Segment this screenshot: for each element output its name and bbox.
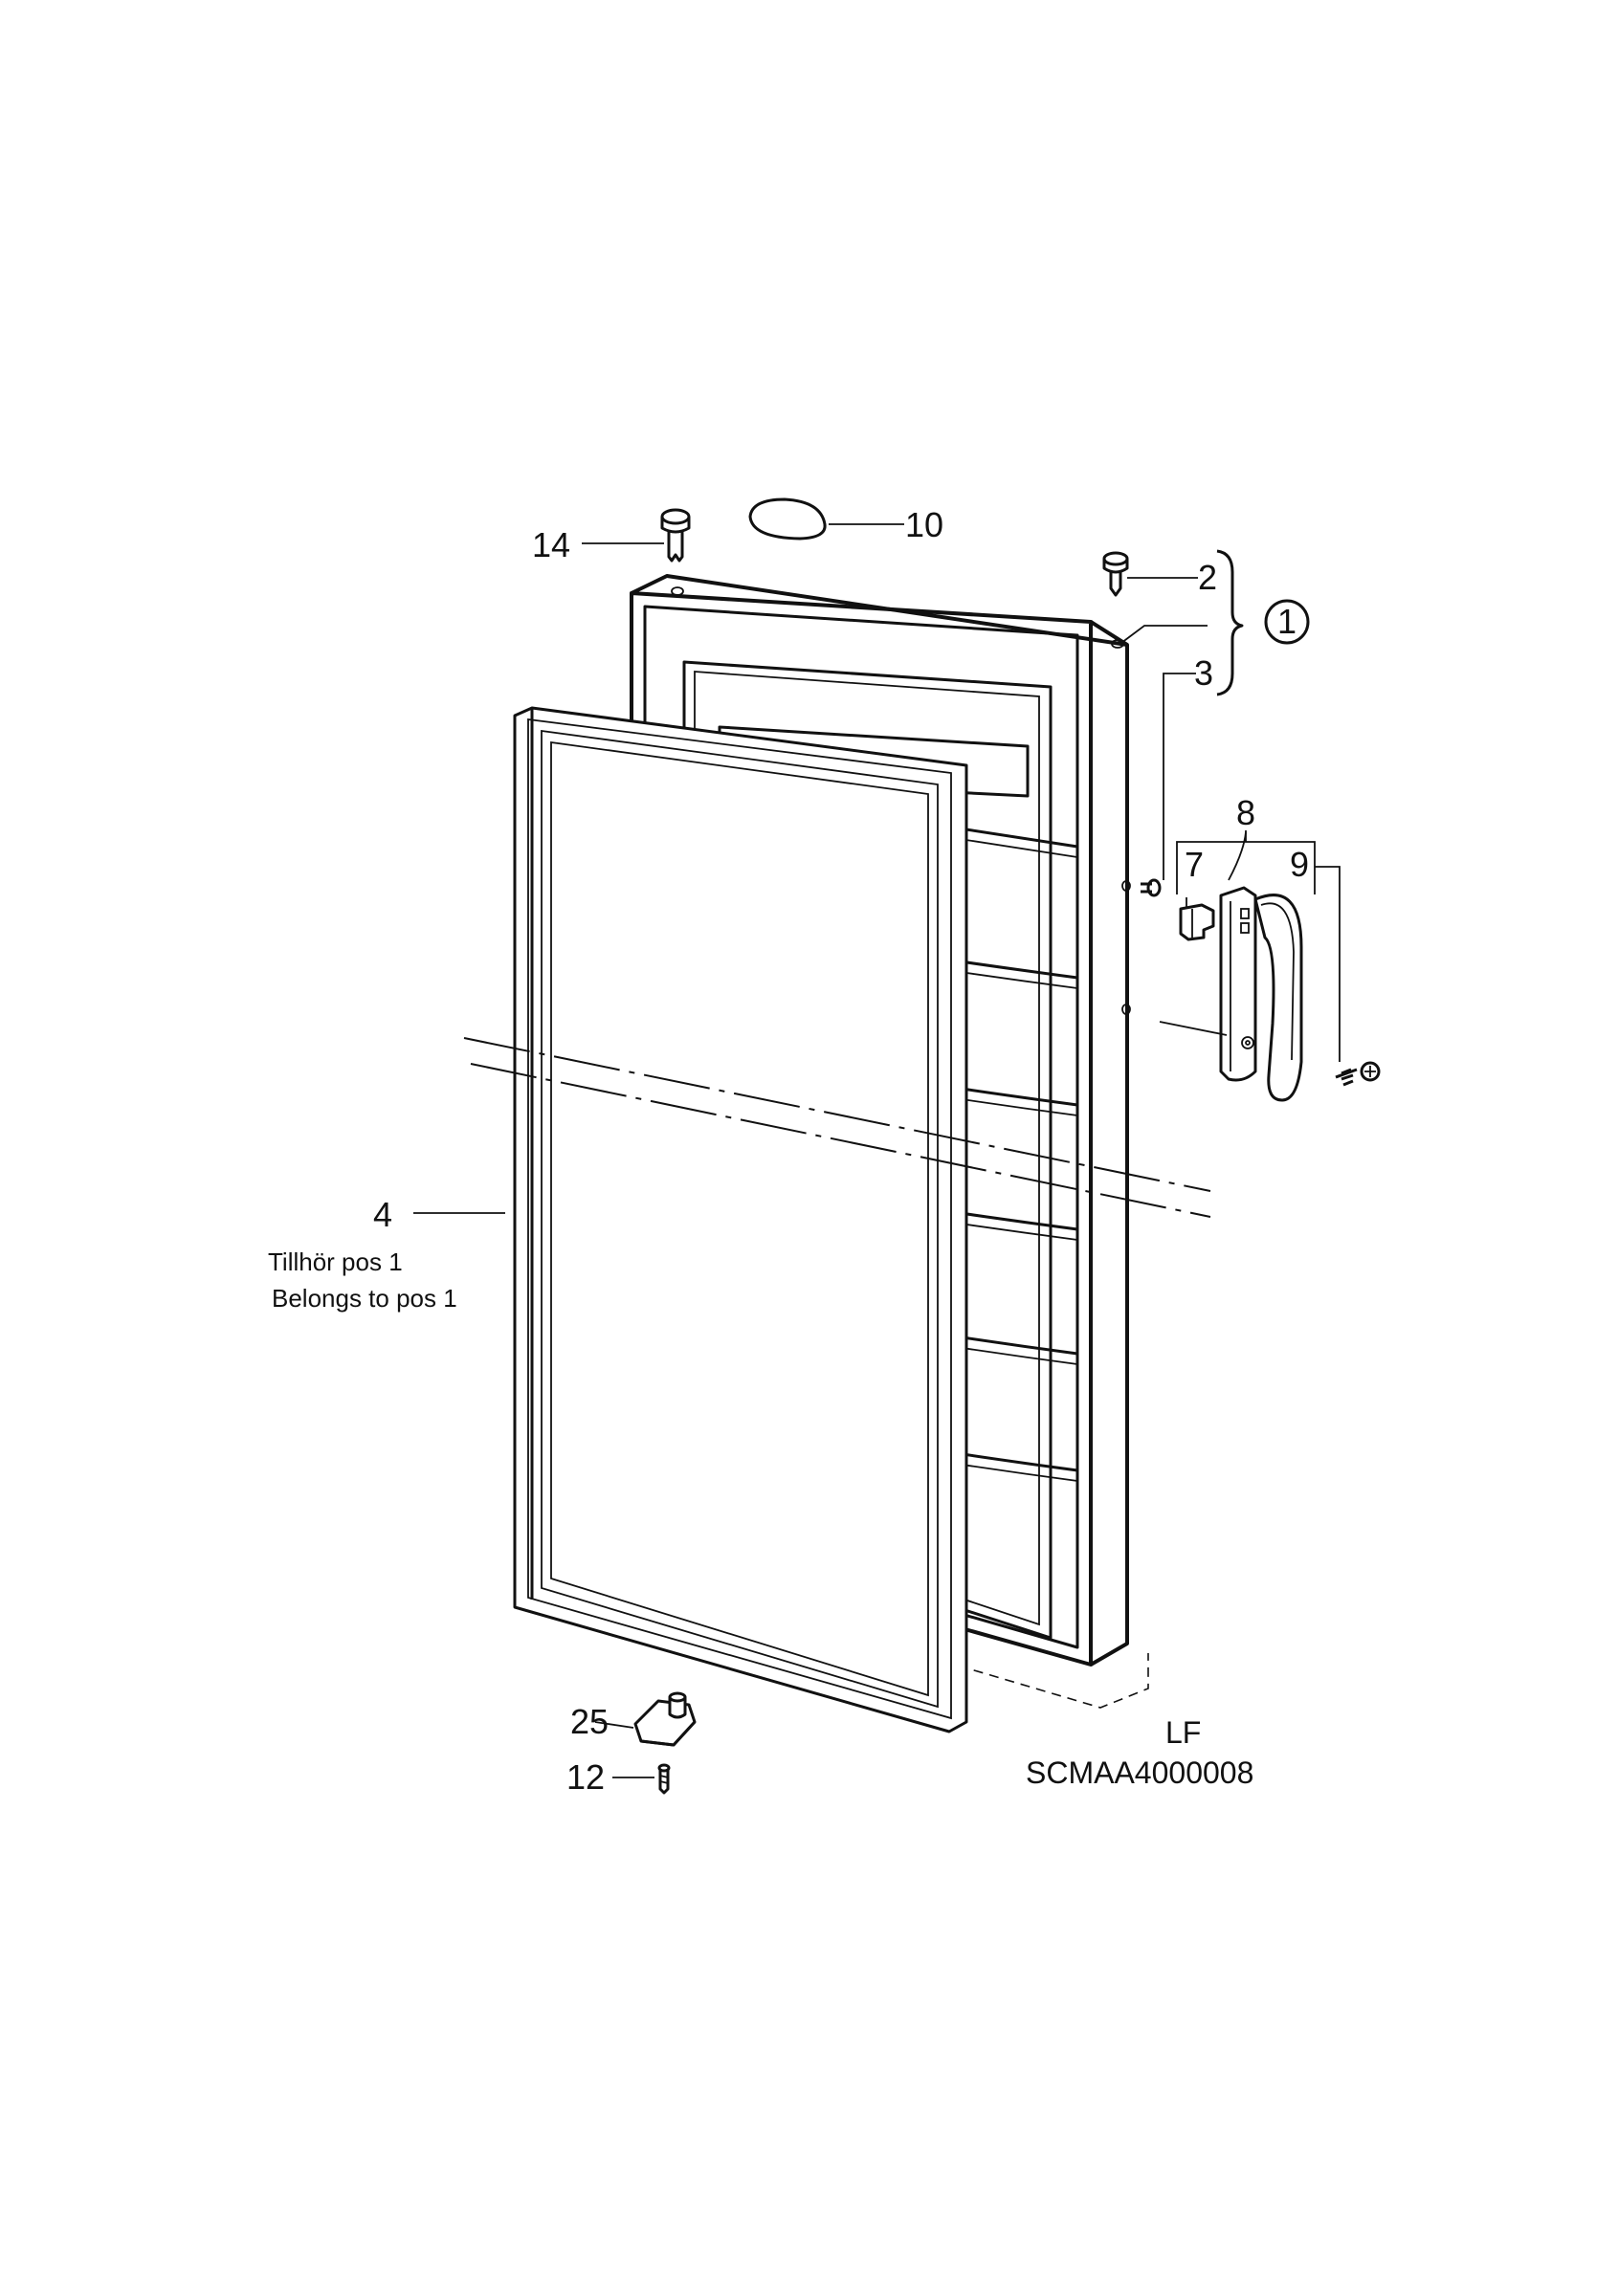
variant-label: LF — [1165, 1715, 1201, 1750]
hinge-pin-part-2 — [1102, 551, 1198, 597]
screw-part-9 — [1315, 866, 1381, 1087]
group-brace — [1216, 549, 1244, 696]
note-english: Belongs to pos 1 — [272, 1284, 457, 1313]
clip-part-7 — [1179, 897, 1215, 941]
callout-12: 12 — [566, 1757, 605, 1797]
cover-plug-part-10 — [748, 497, 904, 541]
bottom-hinge-part-25 — [594, 1691, 697, 1747]
callout-14: 14 — [532, 525, 570, 564]
pin-part-3 — [1141, 673, 1196, 897]
callout-3: 3 — [1194, 653, 1213, 693]
callout-1: 1 — [1277, 602, 1297, 641]
drawing-code: SCMAA4000008 — [1026, 1755, 1253, 1790]
break-lines — [463, 1037, 1211, 1218]
callout-7: 7 — [1185, 845, 1204, 884]
screw-part-12 — [612, 1763, 671, 1795]
callout-9: 9 — [1290, 845, 1309, 884]
callout-4: 4 — [373, 1195, 392, 1234]
door-gasket — [513, 706, 968, 1733]
note-swedish: Tillhör pos 1 — [268, 1247, 403, 1276]
callout-25: 25 — [570, 1702, 609, 1741]
hinge-pin-part-14 — [582, 508, 691, 563]
callout-circle-1 — [1264, 599, 1310, 645]
callout-2: 2 — [1198, 558, 1217, 597]
door-handle-part-8 — [1159, 830, 1316, 1102]
callout-10: 10 — [905, 505, 943, 544]
callout-8: 8 — [1236, 793, 1255, 832]
leader-part-1-group — [1120, 625, 1208, 644]
